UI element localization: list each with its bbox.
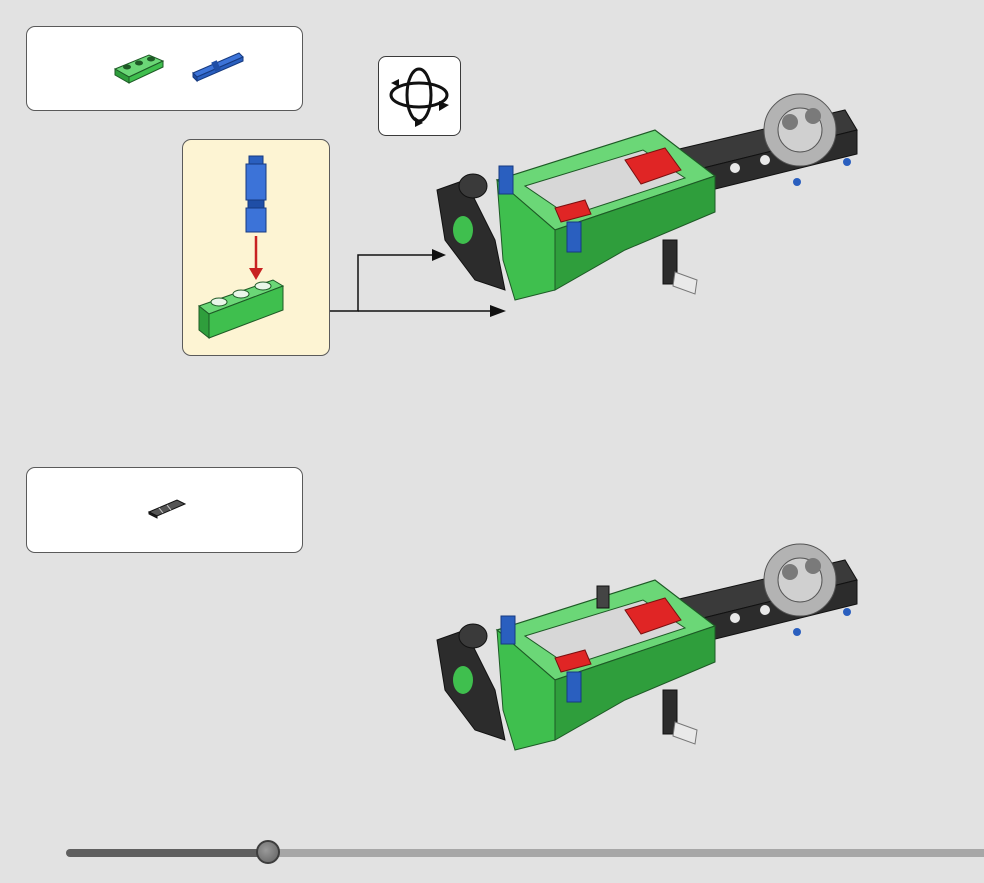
pin-insert-diagram [183,140,328,354]
friction-pin-part-icon [145,496,189,520]
parts-list-step-2 [26,467,303,553]
slider-track-remaining[interactable] [268,849,984,857]
model-assembly-step-2 [425,530,865,790]
sub-assembly-callout [182,139,330,356]
green-beam-part-icon [109,45,169,87]
parts-list-step-1 [26,26,303,111]
slider-track-completed[interactable] [66,849,268,857]
slider-thumb[interactable] [256,840,280,864]
model-assembly-step-1 [425,90,865,330]
blue-axle-pin-part-icon [189,45,249,87]
